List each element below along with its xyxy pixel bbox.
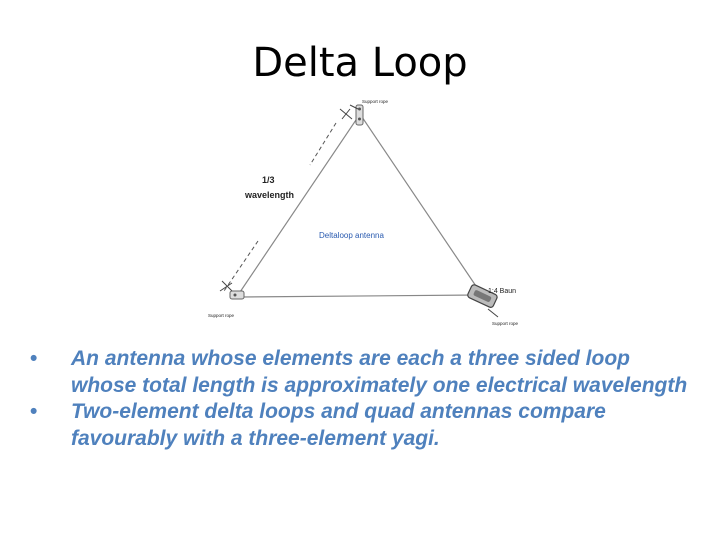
support-rope-marks xyxy=(219,104,499,318)
balun-label: 1:4 Baun xyxy=(488,288,516,295)
delta-loop-diagram: Support rope Support rope Support rope 1… xyxy=(208,99,519,326)
slide-title: Delta Loop xyxy=(252,40,468,86)
delta-loop-center-label: Deltaloop antenna xyxy=(319,231,384,240)
top-insulator-icon xyxy=(355,104,364,126)
bullet-text: An antenna whose elements are each a thr… xyxy=(71,347,688,397)
support-rope-right-label: Support rope xyxy=(492,321,519,326)
support-rope-left-label: Support rope xyxy=(208,313,235,318)
wavelength-dimension-line xyxy=(223,122,337,292)
left-insulator-icon xyxy=(229,290,245,300)
bullet-dot-icon: • xyxy=(30,400,38,423)
balun-icon xyxy=(467,284,498,308)
bullet-item: • Two-element delta loops and quad anten… xyxy=(30,399,700,452)
bullet-dot-icon: • xyxy=(30,347,38,370)
support-rope-top-label: Support rope xyxy=(362,99,389,104)
side-length-label-wavelength: wavelength xyxy=(244,190,294,200)
bullet-item: • An antenna whose elements are each a t… xyxy=(30,346,700,399)
bullet-text: Two-element delta loops and quad antenna… xyxy=(71,400,606,450)
side-length-label-fraction: 1/3 xyxy=(262,175,275,185)
bullet-list: • An antenna whose elements are each a t… xyxy=(30,346,700,452)
antenna-wire xyxy=(237,116,483,298)
